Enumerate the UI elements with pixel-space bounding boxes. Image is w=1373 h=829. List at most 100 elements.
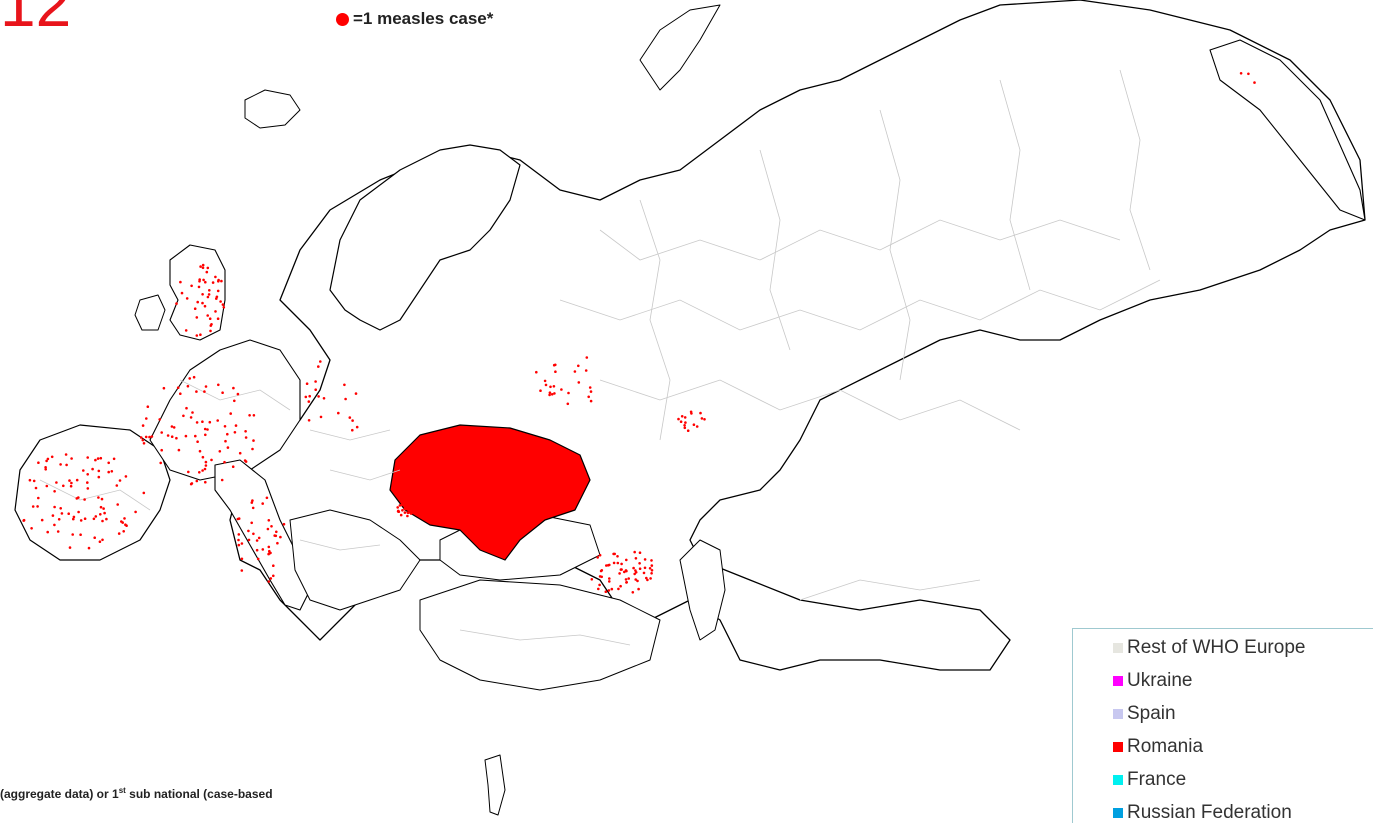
- case-dot: [429, 510, 432, 514]
- case-dot: [464, 488, 467, 492]
- case-dot: [175, 436, 178, 440]
- case-dot: [141, 424, 145, 427]
- case-dot: [632, 566, 635, 570]
- case-dot: [219, 300, 222, 303]
- case-dot: [526, 478, 529, 481]
- case-dot: [502, 484, 506, 487]
- case-dot: [610, 587, 614, 591]
- case-dot: [203, 427, 207, 431]
- case-dot: [195, 334, 199, 337]
- case-dot: [532, 464, 536, 468]
- case-dot: [261, 502, 265, 505]
- case-dot: [533, 497, 537, 501]
- region-border-line: [599, 379, 1021, 431]
- case-key: =1 measles case*: [336, 9, 493, 29]
- case-dot: [1247, 72, 1250, 76]
- case-dot: [237, 543, 241, 547]
- case-dot: [456, 523, 459, 527]
- case-dot: [69, 484, 73, 488]
- case-dot: [401, 501, 405, 505]
- case-dot: [179, 280, 182, 284]
- case-dot: [308, 394, 312, 398]
- case-dot: [587, 395, 590, 399]
- case-dot: [476, 488, 479, 492]
- case-dot: [139, 436, 143, 439]
- case-dot: [619, 584, 622, 588]
- case-dot: [589, 399, 593, 403]
- case-dot: [524, 449, 527, 452]
- case-dot: [548, 391, 552, 395]
- case-dot: [430, 499, 433, 503]
- case-dot: [531, 496, 534, 500]
- case-dot: [71, 533, 74, 536]
- case-dot: [539, 492, 542, 495]
- case-dot: [68, 479, 71, 482]
- case-dot: [186, 384, 190, 388]
- case-dot: [208, 420, 212, 424]
- case-dot: [596, 556, 599, 559]
- case-dot: [692, 423, 696, 427]
- case-dot: [201, 455, 205, 459]
- case-dot: [436, 467, 439, 471]
- case-dot: [447, 491, 451, 494]
- case-dot: [36, 505, 39, 508]
- case-dot: [407, 494, 411, 497]
- case-dot: [456, 468, 460, 471]
- case-dot: [426, 491, 429, 495]
- case-dot: [650, 559, 653, 562]
- case-dot: [202, 278, 205, 282]
- case-dot: [190, 284, 193, 288]
- case-dot: [545, 458, 548, 461]
- case-dot: [217, 280, 220, 283]
- case-dot: [450, 462, 454, 466]
- case-dot: [537, 502, 540, 505]
- legend-label: Ukraine: [1127, 669, 1193, 691]
- case-dot: [45, 484, 49, 488]
- case-dot: [122, 530, 125, 533]
- case-dot: [499, 524, 502, 527]
- case-dot: [686, 429, 690, 433]
- case-dot: [206, 295, 210, 299]
- case-dot: [517, 447, 520, 451]
- case-dot: [570, 473, 573, 477]
- case-dot: [98, 540, 102, 543]
- case-dot: [201, 266, 205, 270]
- case-dot: [683, 426, 687, 430]
- case-dot: [414, 495, 418, 498]
- turkey: [419, 579, 661, 691]
- case-dot: [426, 468, 430, 472]
- case-dot: [402, 471, 406, 474]
- case-dot: [642, 571, 646, 575]
- case-dot: [31, 505, 35, 508]
- case-dot: [86, 481, 89, 484]
- case-dot: [502, 446, 506, 450]
- case-dot: [456, 460, 459, 464]
- case-dot: [492, 483, 496, 486]
- case-dot: [483, 484, 487, 488]
- case-dot: [205, 270, 209, 274]
- case-dot: [454, 498, 458, 501]
- case-dot: [542, 462, 545, 466]
- case-dot: [220, 279, 223, 283]
- case-dot: [589, 390, 593, 393]
- case-dot: [208, 317, 212, 321]
- case-dot: [585, 356, 589, 359]
- case-dot: [107, 470, 110, 474]
- case-dot: [251, 447, 254, 451]
- case-dot: [498, 517, 502, 520]
- case-dot: [507, 467, 510, 470]
- case-dot: [97, 496, 100, 499]
- region-border-line: [759, 149, 791, 351]
- legend-item-romania: Romania: [1073, 730, 1373, 763]
- case-dot: [627, 577, 630, 580]
- case-dot: [460, 474, 464, 477]
- case-dot: [560, 498, 564, 501]
- case-dot: [542, 484, 546, 488]
- case-dot: [557, 490, 560, 493]
- case-dot: [454, 487, 457, 491]
- case-dot: [134, 510, 137, 514]
- case-dot: [428, 483, 432, 486]
- case-dot: [617, 587, 620, 591]
- case-dot: [623, 570, 626, 574]
- case-dot: [125, 524, 128, 527]
